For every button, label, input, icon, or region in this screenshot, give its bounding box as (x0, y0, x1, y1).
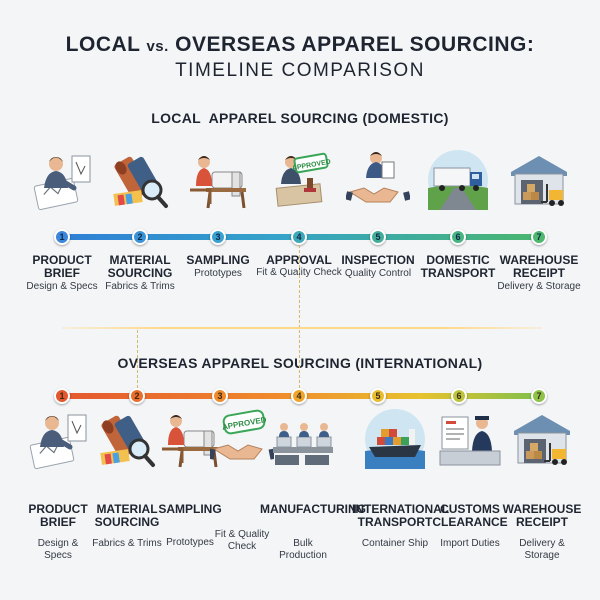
local-step-marker: 4 (291, 229, 307, 245)
inspector-handshake-icon (346, 148, 410, 212)
title-vs: vs. (146, 38, 169, 55)
overseas-step-marker: 3 (212, 388, 228, 404)
local-step-marker: 7 (531, 229, 547, 245)
overseas-step-marker: 4 (291, 388, 307, 404)
container-ship-icon (363, 407, 427, 471)
overseas-step-subtitle: Fit & Quality Check (214, 529, 270, 552)
approved-stamp-icon: APPROVED (267, 148, 331, 212)
overseas-step-subtitle: Container Ship (361, 538, 429, 549)
overseas-step-title: MATERIAL SOURCING (94, 502, 160, 529)
overseas-step-subtitle: Prototypes (166, 537, 214, 548)
section-divider (62, 327, 542, 329)
truck-icon (426, 148, 490, 212)
approved-handshake-icon: APPROVED (210, 407, 274, 471)
overseas-step-title: WAREHOUSE RECEIPT (502, 502, 582, 529)
overseas-step-title: INTERNATIONAL TRANSPORT (352, 502, 450, 529)
local-step-marker: 6 (450, 229, 466, 245)
local-step-title: WAREHOUSE RECEIPT (499, 253, 579, 280)
overseas-step-title: PRODUCT BRIEF (28, 502, 88, 529)
designer-sketching-icon (26, 407, 90, 471)
title-overseas: OVERSEAS APPAREL SOURCING: (175, 33, 535, 56)
overseas-step-marker: 6 (451, 388, 467, 404)
overseas-step-subtitle: Fabrics & Trims (92, 538, 162, 549)
overseas-step-subtitle: Design & Specs (37, 538, 79, 561)
local-step-subtitle: Design & Specs (26, 281, 98, 292)
local-step-marker: 1 (54, 229, 70, 245)
designer-sketching-icon (30, 148, 94, 212)
customs-officer-icon (438, 407, 502, 471)
overseas-connector-line (299, 330, 300, 388)
overseas-step-marker: 5 (370, 388, 386, 404)
local-step-title: INSPECTION (341, 253, 415, 267)
local-step-title: PRODUCT BRIEF (32, 253, 92, 280)
overseas-step-title: CUSTOMS CLEARANCE (432, 502, 508, 529)
overseas-step-subtitle: Delivery & Storage (519, 538, 565, 561)
overseas-step-marker: 1 (54, 388, 70, 404)
overseas-connector-line (137, 330, 138, 388)
page-subtitle: TIMELINE COMPARISON (175, 60, 425, 81)
local-section-heading: LOCAL APPAREL SOURCING (DOMESTIC) (151, 110, 449, 126)
sewing-machine-icon (158, 407, 222, 471)
fabric-rolls-magnifier-icon (108, 148, 172, 212)
warehouse-forklift-icon (510, 407, 574, 471)
factory-workers-icon (271, 407, 335, 471)
local-step-title: SAMPLING (186, 253, 250, 267)
overseas-step-marker: 7 (531, 388, 547, 404)
local-step-subtitle: Quality Control (344, 268, 412, 279)
local-connector-line (299, 245, 300, 328)
local-step-marker: 5 (370, 229, 386, 245)
local-step-marker: 3 (210, 229, 226, 245)
local-step-subtitle: Delivery & Storage (497, 281, 581, 292)
sewing-machine-icon (186, 148, 250, 212)
local-step-marker: 2 (132, 229, 148, 245)
local-step-title: DOMESTIC TRANSPORT (420, 253, 496, 280)
local-step-title: APPROVAL (266, 253, 332, 267)
local-step-title: MATERIAL SOURCING (107, 253, 173, 280)
overseas-step-subtitle: Import Duties (440, 538, 500, 549)
overseas-step-subtitle: Bulk Production (279, 538, 327, 561)
page-title: LOCAL vs. OVERSEAS APPAREL SOURCING: (0, 33, 600, 57)
local-step-subtitle: Prototypes (194, 268, 242, 279)
local-step-subtitle: Fabrics & Trims (105, 281, 175, 292)
overseas-step-title: SAMPLING (158, 502, 222, 516)
warehouse-forklift-icon (507, 148, 571, 212)
overseas-section-heading: OVERSEAS APPAREL SOURCING (INTERNATIONAL… (117, 355, 483, 371)
overseas-step-marker: 2 (129, 388, 145, 404)
overseas-step-title: MANUFACTURING (260, 502, 366, 516)
title-local: LOCAL (65, 33, 141, 56)
fabric-rolls-magnifier-icon (95, 407, 159, 471)
